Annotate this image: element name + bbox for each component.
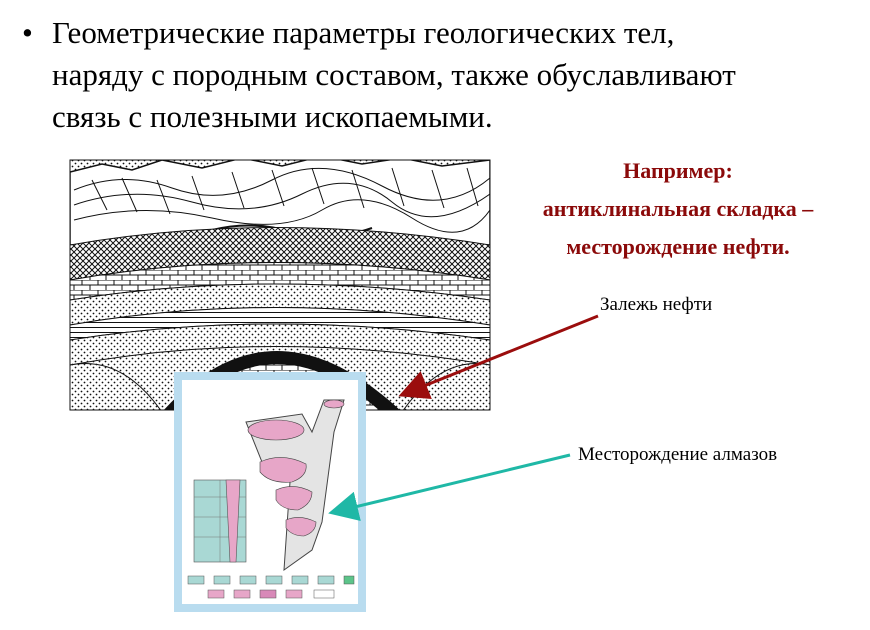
diamond-deposit-label: Месторождение алмазов [578,444,778,465]
bullet-symbol: • [22,15,33,50]
bullet-text: Геометрические параметры геологических т… [52,12,862,138]
diamond-pipe-illustration [174,372,366,612]
bullet-line-2: наряду с породным составом, также обусла… [52,57,736,92]
oil-deposit-label: Залежь нефти [600,294,713,315]
example-line-2: антиклинальная складка – [542,196,814,221]
example-line-1: Например: [623,158,733,183]
bullet-line-1: Геометрические параметры геологических т… [52,15,675,50]
anticline-fold-illustration [69,159,491,411]
example-caption: Например: антиклинальная складка – место… [500,152,856,266]
bullet-line-3: связь с полезными ископаемыми. [52,99,493,134]
diamond-arrow [328,453,571,521]
example-line-3: месторождение нефти. [566,234,790,259]
